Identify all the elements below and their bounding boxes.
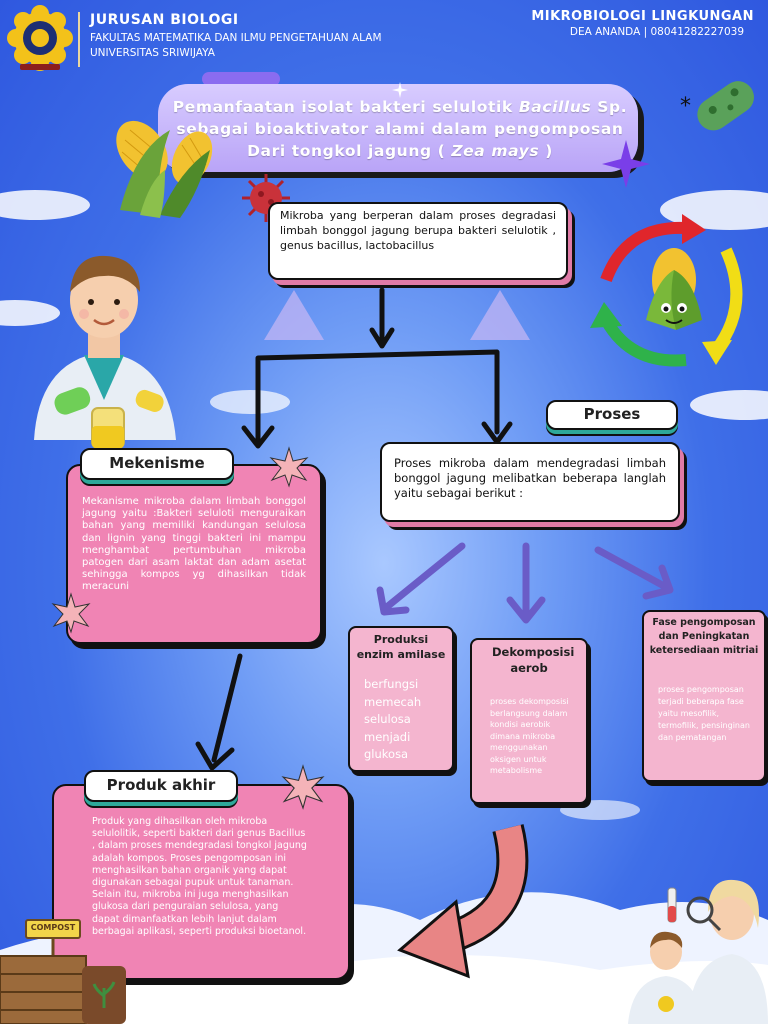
university-logo-icon [7, 5, 73, 71]
recycle-arrows-icon [590, 214, 743, 367]
produk-box: Produk yang dihasilkan oleh mikroba selu… [52, 784, 350, 980]
step-box-fase: Fase pengomposan dan Peningkatan keterse… [642, 610, 766, 782]
sparkle-icon [392, 82, 408, 98]
step-title: Dekomposisi aerob [492, 645, 575, 675]
microbe-text: Mikroba yang berperan dalam proses degra… [280, 209, 556, 252]
produk-text: Produk yang dihasilkan oleh mikroba selu… [92, 816, 307, 937]
star-burst-icon [269, 446, 309, 488]
course-name: MIKROBIOLOGI LINGKUNGAN [531, 9, 754, 24]
mekanisme-label: Mekenisme [80, 448, 234, 480]
proses-text: Proses mikroba dalam mendegradasi limbah… [394, 456, 666, 500]
compost-bin-illustration [0, 919, 126, 1024]
star-icon [602, 140, 650, 188]
scientists-illustration [628, 879, 768, 1024]
university-name: UNIVERSITAS SRIWIJAYA [90, 47, 215, 59]
proses-label: Proses [546, 400, 678, 430]
bacteria-icon: * [680, 81, 754, 131]
corn-icon [116, 120, 213, 218]
svg-text:*: * [680, 94, 691, 119]
microbe-box: Mikroba yang berperan dalam proses degra… [268, 202, 568, 280]
cloud [210, 390, 290, 414]
triangle-shape [470, 290, 530, 340]
department-name: JURUSAN BIOLOGI [90, 12, 239, 28]
title-banner [158, 84, 638, 172]
mekanisme-text: Mekanisme mikroba dalam limbah bonggol j… [82, 496, 306, 593]
triangle-shape [264, 290, 324, 340]
step-title: Fase pengomposan dan Peningkatan keterse… [649, 617, 759, 656]
author-info: DEA ANANDA | 08041282227039 [569, 26, 744, 38]
proses-box: Proses mikroba dalam mendegradasi limbah… [380, 442, 680, 522]
compost-sign: COMPOST [30, 923, 76, 932]
poster-title: Pemanfaatan isolat bakteri selulotik Bac… [172, 98, 628, 160]
scientist-illustration [34, 255, 176, 449]
produk-label: Produk akhir [84, 770, 238, 802]
title-tab [202, 72, 280, 86]
cloud [0, 190, 90, 220]
faculty-name: FAKULTAS MATEMATIKA DAN ILMU PENGETAHUAN… [90, 32, 382, 44]
curved-arrow-icon [397, 824, 529, 979]
star-burst-icon [51, 592, 91, 634]
star-burst-icon [281, 764, 325, 810]
cloud [560, 800, 640, 820]
step-title: Produksi enzim amilase [356, 633, 446, 661]
mekanisme-box: Mekanisme mikroba dalam limbah bonggol j… [66, 464, 322, 644]
header-divider [78, 12, 80, 67]
